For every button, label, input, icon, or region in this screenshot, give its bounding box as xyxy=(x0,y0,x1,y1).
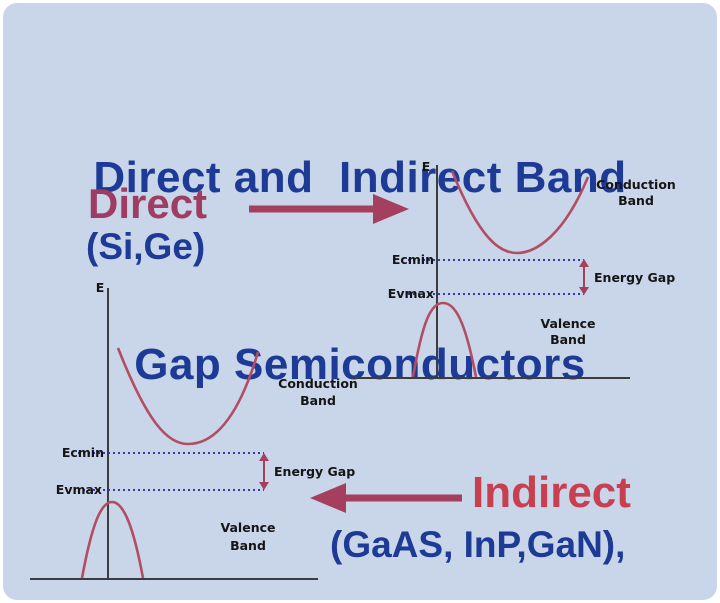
bottom-valence-band-curve xyxy=(80,500,145,579)
top-conduction-band-label: Conduction xyxy=(596,177,676,192)
bottom-conduction-band-label: Conduction xyxy=(278,376,358,391)
bottom-band-diagram: E Ecmin Evmax Energy Gap Conduction Band… xyxy=(30,280,358,580)
bottom-evmax-label: Evmax xyxy=(56,482,102,497)
top-valence-band-curve xyxy=(411,301,478,378)
page-title: Direct and Indirect Band Gap Semiconduct… xyxy=(0,22,720,522)
top-ecmin-label: Ecmin xyxy=(392,252,434,267)
top-energy-gap-label: Energy Gap xyxy=(594,270,675,285)
title-line-1: Direct and Indirect Band xyxy=(93,152,627,202)
bottom-energy-gap-arrow-icon xyxy=(259,453,269,490)
top-valence-band-label: Valence xyxy=(541,316,596,331)
top-energy-axis-label: E xyxy=(422,159,431,174)
bottom-conduction-band-label-2: Band xyxy=(300,393,336,408)
indirect-materials: (GaAS, InP,GaN), xyxy=(330,524,626,565)
top-conduction-band-label-2: Band xyxy=(618,193,654,208)
bottom-energy-gap-label: Energy Gap xyxy=(274,464,355,479)
indirect-label: Indirect xyxy=(472,468,631,517)
bottom-valence-band-label-2: Band xyxy=(230,538,266,553)
top-evmax-label: Evmax xyxy=(388,286,434,301)
bottom-conduction-band-curve xyxy=(116,347,260,446)
top-valence-band-label-2: Band xyxy=(550,332,586,347)
top-band-diagram: E Ecmin Evmax Energy Gap Conduction Band… xyxy=(352,159,676,379)
direct-materials: (Si,Ge) xyxy=(86,226,206,267)
title-line-2: Gap Semiconductors xyxy=(134,340,586,390)
direct-label: Direct xyxy=(88,180,208,227)
top-conduction-band-curve xyxy=(450,170,590,255)
indirect-arrow-icon xyxy=(310,483,462,513)
direct-arrow-icon xyxy=(249,194,409,224)
top-energy-gap-arrow-icon xyxy=(579,259,589,295)
bottom-valence-band-label: Valence xyxy=(221,520,276,535)
bottom-ecmin-label: Ecmin xyxy=(62,445,104,460)
bottom-energy-axis-label: E xyxy=(96,280,105,295)
